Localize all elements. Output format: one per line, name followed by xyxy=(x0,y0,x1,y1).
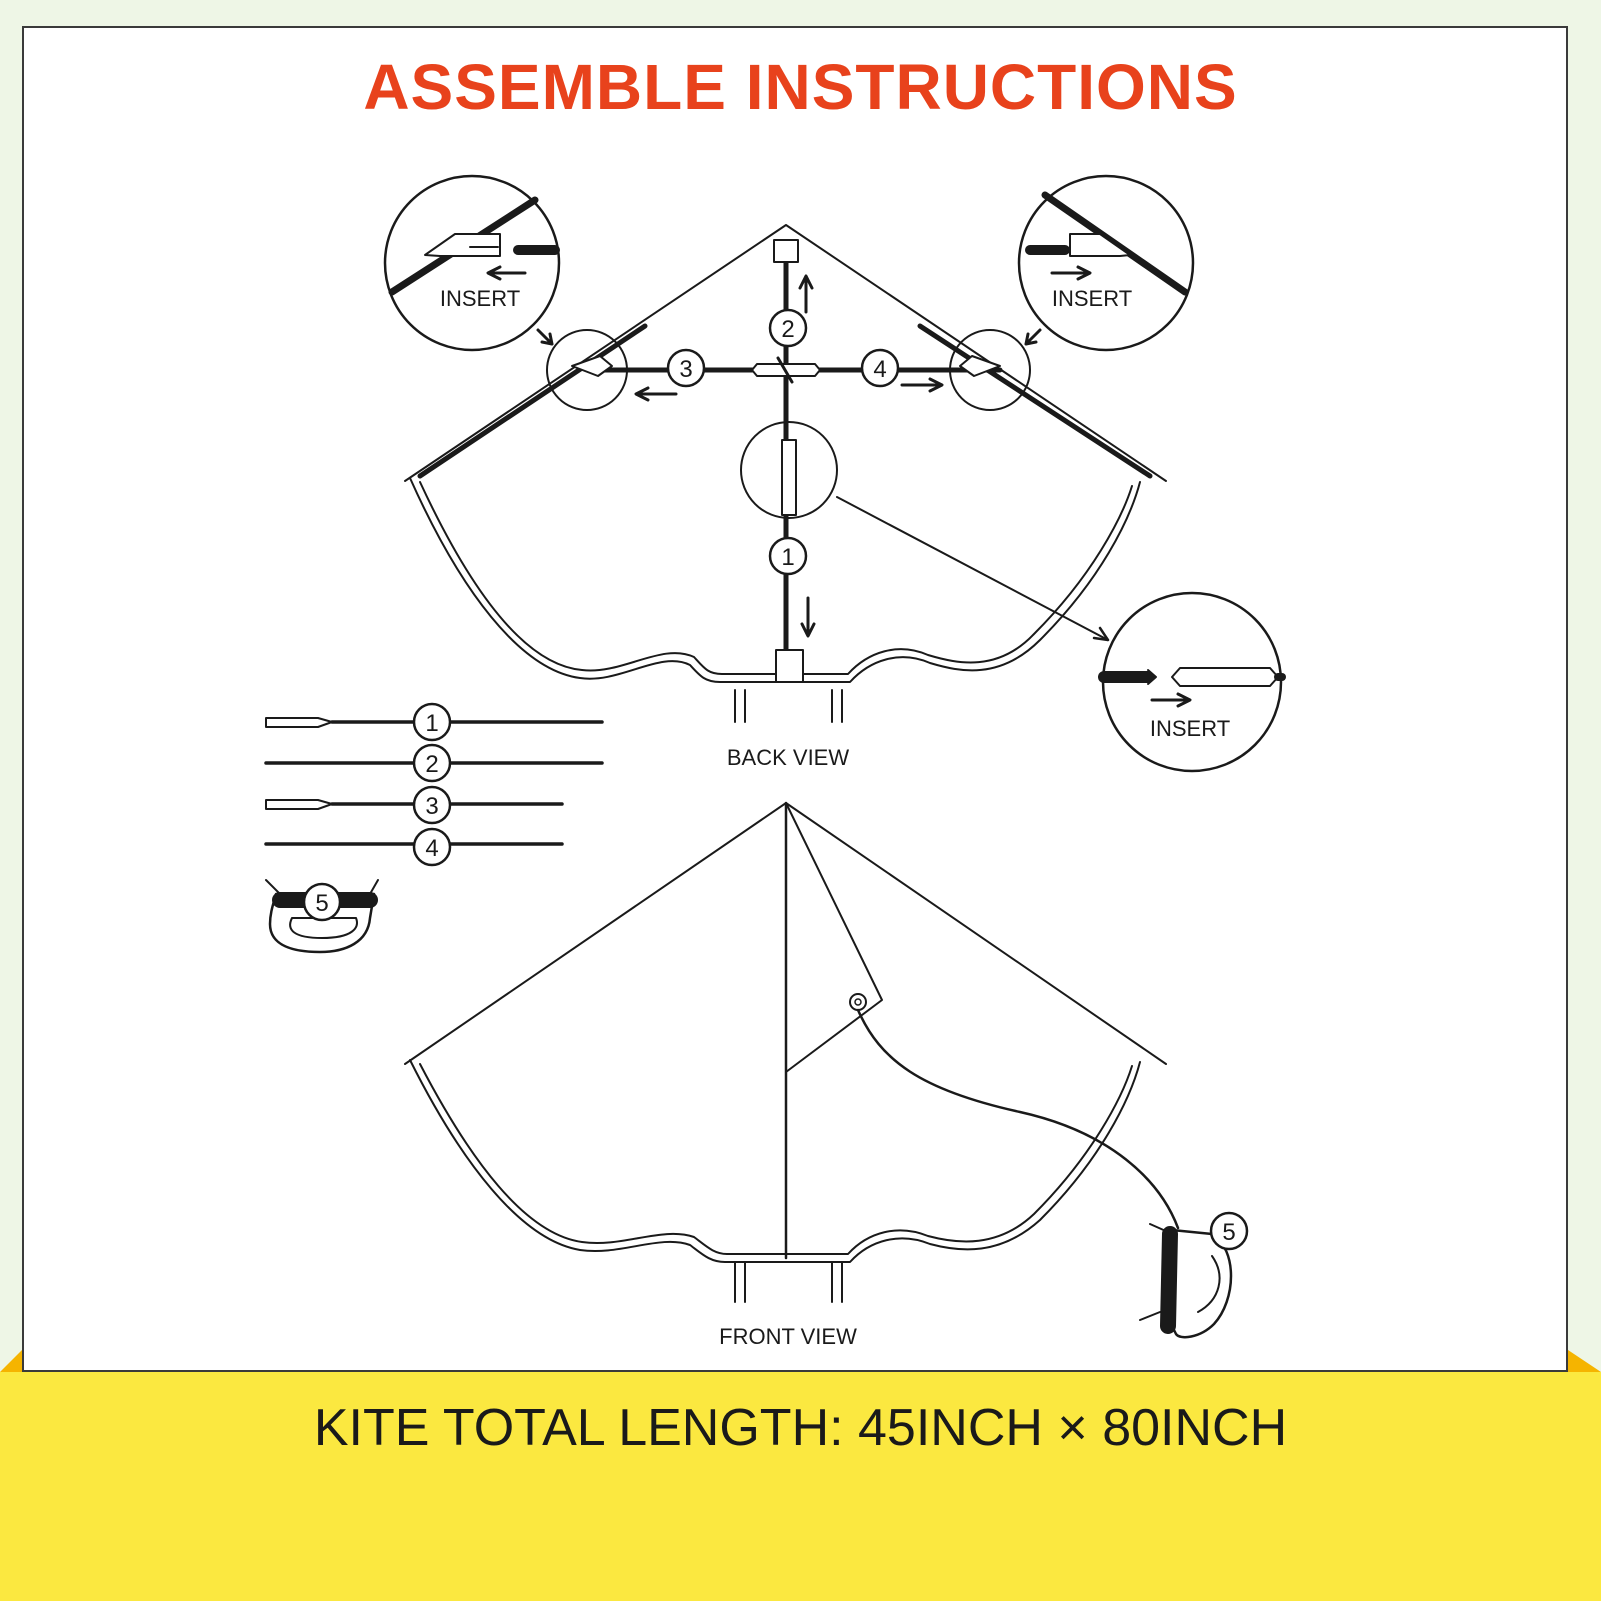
corner-accent-left xyxy=(0,1350,22,1372)
part-number-2-back: 2 xyxy=(781,316,794,343)
part-number-4-back: 4 xyxy=(873,356,886,383)
callout-right xyxy=(1098,591,1286,773)
callout-top-left xyxy=(383,174,561,352)
callout-top-right xyxy=(1017,174,1195,352)
callout-right-label: INSERT xyxy=(1150,716,1230,741)
front-view-kite xyxy=(404,801,1249,1339)
page-title: ASSEMBLE INSTRUCTIONS xyxy=(363,51,1238,123)
part-number-3-back: 3 xyxy=(679,356,692,383)
kite-dimensions: KITE TOTAL LENGTH: 45INCH × 80INCH xyxy=(313,1399,1288,1457)
parts-list xyxy=(264,702,604,954)
callout-top-left-label: INSERT xyxy=(440,286,520,311)
callout-top-right-label: INSERT xyxy=(1052,286,1132,311)
part-number-1: 1 xyxy=(425,710,438,737)
part-number-1-back: 1 xyxy=(781,544,794,571)
part-number-5-front: 5 xyxy=(1222,1219,1235,1246)
corner-accent-right xyxy=(1568,1350,1601,1372)
footer-band xyxy=(0,1372,1601,1601)
part-number-4: 4 xyxy=(425,835,438,862)
back-view-label: BACK VIEW xyxy=(727,745,849,770)
part-number-2: 2 xyxy=(425,751,438,778)
part-number-5: 5 xyxy=(315,890,328,917)
front-view-label: FRONT VIEW xyxy=(719,1324,857,1349)
back-view-kite xyxy=(404,224,1167,723)
part-number-3: 3 xyxy=(425,793,438,820)
